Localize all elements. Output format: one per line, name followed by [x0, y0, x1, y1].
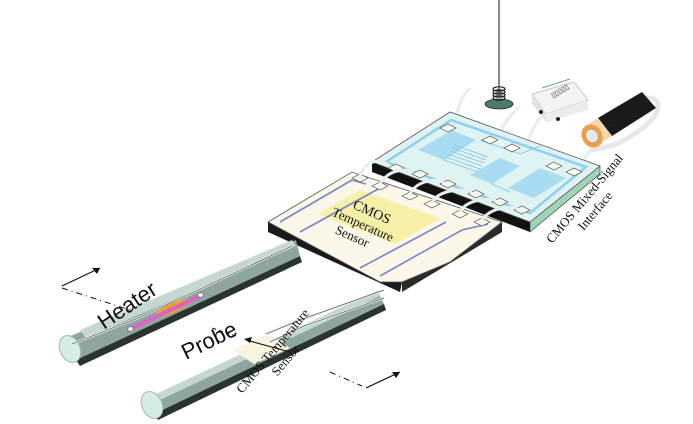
mixed-signal-chip: [371, 111, 601, 233]
battery: [581, 92, 661, 153]
bond-wires: [358, 159, 519, 221]
rf-module: ▯▯▯▯▯: [531, 78, 589, 122]
antenna: [484, 0, 514, 110]
sensor-pointer: [211, 327, 291, 353]
probe-arrow: [329, 371, 401, 389]
probe-label: Probe: [177, 316, 241, 364]
sensor-board: [267, 171, 503, 292]
probe-needle: [140, 288, 386, 420]
heater-needle: [58, 240, 302, 366]
heater-arrow: [61, 267, 131, 311]
